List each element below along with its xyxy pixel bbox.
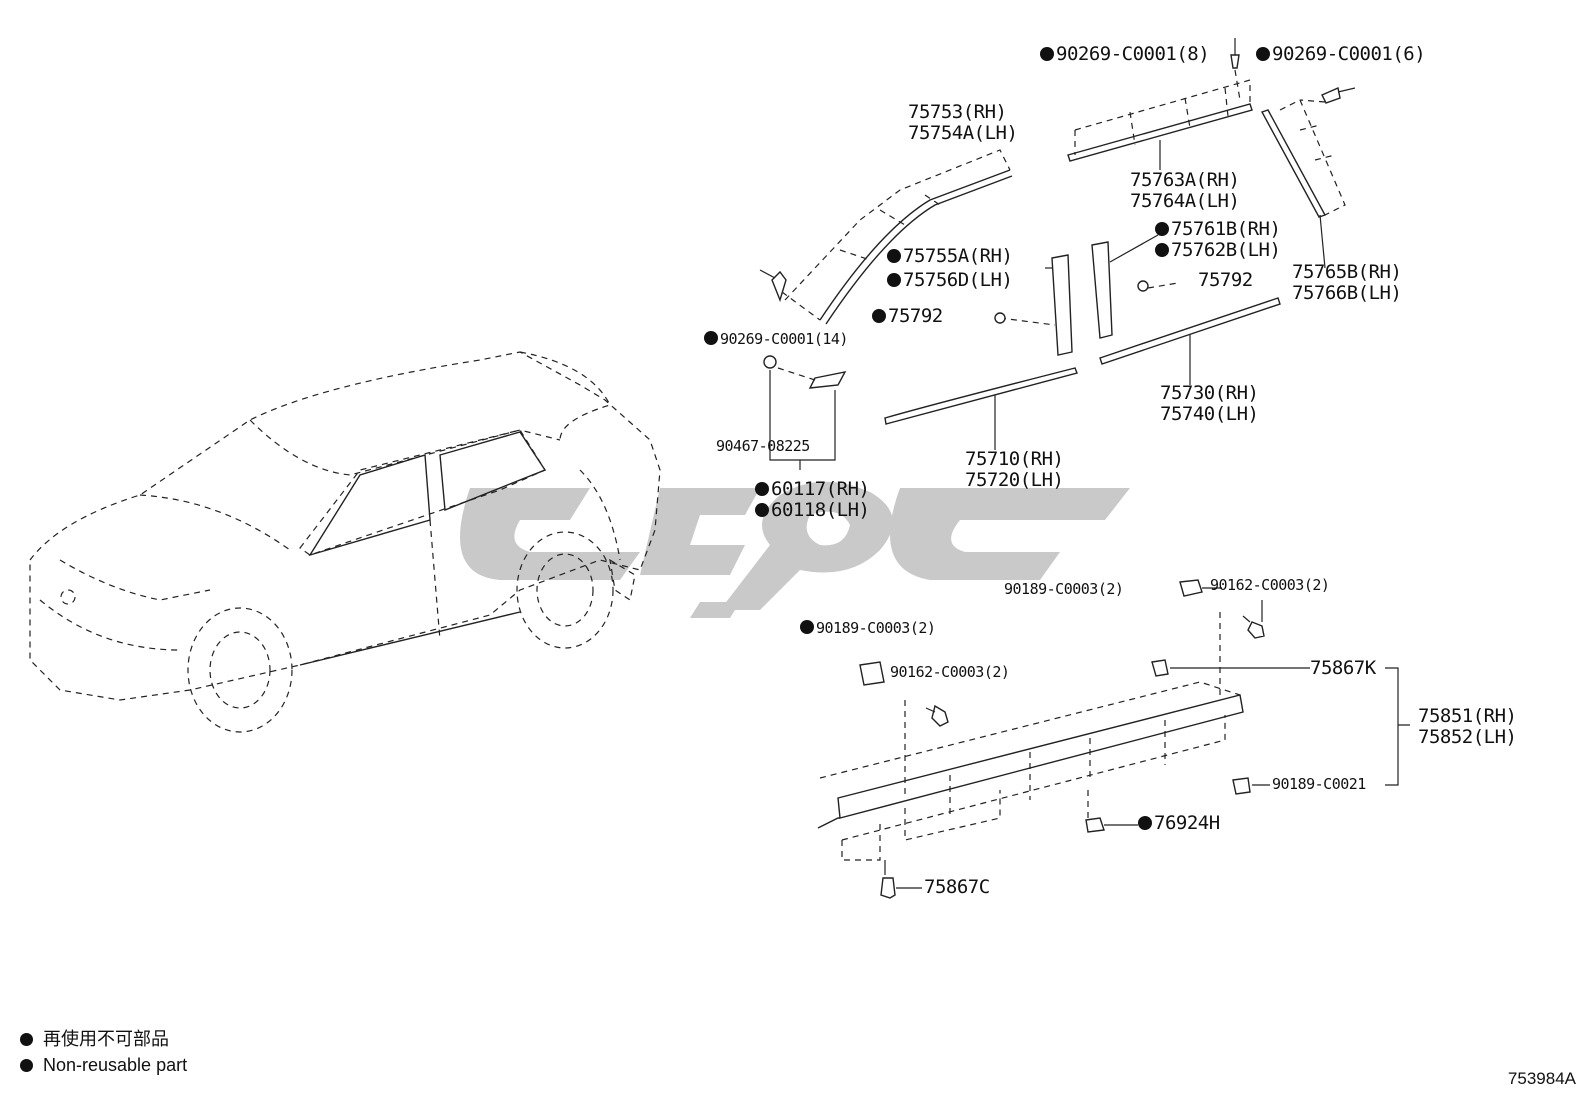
label-75765b: 75765B(RH) (1292, 261, 1402, 283)
label-75753: 75753(RH) (908, 101, 1007, 123)
b-pillar-garnish-rear (1091, 234, 1179, 339)
non-reusable-dot-icon (20, 1033, 33, 1046)
label-75852: 75852(LH) (1418, 726, 1517, 748)
legend-jp: 再使用不可部品 (20, 1028, 169, 1050)
watermark-logo (460, 481, 1130, 618)
vehicle-outline (29, 351, 661, 733)
non-reusable-dot-icon (887, 273, 901, 287)
non-reusable-dot-icon (887, 249, 901, 263)
label-75792-right: 75792 (1198, 269, 1253, 291)
belt-moulding-front (884, 367, 1078, 450)
clip-group (763, 355, 847, 470)
label-60118: 60118(LH) (755, 500, 870, 521)
label-75762b: 75762B(LH) (1155, 240, 1281, 261)
b-pillar-garnish-front (994, 254, 1073, 356)
label-75766b: 75766B(LH) (1292, 282, 1402, 304)
non-reusable-dot-icon (1138, 816, 1152, 830)
rocker-moulding (817, 579, 1410, 899)
roof-moulding (1067, 38, 1253, 170)
label-90162-c0003-left: 90162-C0003(2) (890, 663, 1010, 681)
label-75867k: 75867K (1310, 657, 1376, 679)
label-75710: 75710(RH) (965, 448, 1064, 470)
non-reusable-dot-icon (1040, 47, 1054, 61)
label-90162-c0003-right: 90162-C0003(2) (1210, 576, 1330, 594)
label-90189-c0003-right: 90189-C0003(2) (1004, 580, 1124, 598)
label-75764a: 75764A(LH) (1130, 190, 1240, 212)
label-60117: 60117(RH) (755, 479, 870, 500)
diagram-code: 753984A (1507, 1069, 1576, 1088)
label-75756d: 75756D(LH) (887, 270, 1013, 291)
non-reusable-dot-icon (1256, 47, 1270, 61)
label-75851: 75851(RH) (1418, 705, 1517, 727)
label-75792-left: 75792 (872, 306, 943, 327)
legend-en: Non-reusable part (20, 1054, 187, 1076)
rear-pillar-moulding (1260, 87, 1356, 269)
label-90269-c0001-6: 90269-C0001(6) (1256, 44, 1426, 65)
label-90467-08225: 90467-08225 (716, 437, 810, 455)
non-reusable-dot-icon (755, 482, 769, 496)
label-90189-c0021: 90189-C0021 (1272, 775, 1366, 793)
label-75740: 75740(LH) (1160, 403, 1259, 425)
label-90189-c0003-left: 90189-C0003(2) (800, 619, 936, 637)
non-reusable-dot-icon (20, 1059, 33, 1072)
label-75730: 75730(RH) (1160, 382, 1259, 404)
label-75754a: 75754A(LH) (908, 122, 1018, 144)
pillar-moulding-front (759, 149, 1013, 325)
non-reusable-dot-icon (1155, 222, 1169, 236)
label-75763a: 75763A(RH) (1130, 169, 1240, 191)
non-reusable-dot-icon (704, 331, 718, 345)
non-reusable-dot-icon (800, 620, 814, 634)
label-75761b: 75761B(RH) (1155, 219, 1281, 240)
label-75720: 75720(LH) (965, 469, 1064, 491)
non-reusable-dot-icon (1155, 243, 1169, 257)
label-75755a: 75755A(RH) (887, 246, 1013, 267)
non-reusable-dot-icon (755, 503, 769, 517)
label-90269-c0001-8: 90269-C0001(8) (1040, 44, 1210, 65)
belt-moulding-rear (1099, 297, 1281, 385)
non-reusable-dot-icon (872, 309, 886, 323)
label-90269-c0001-14: 90269-C0001(14) (704, 330, 848, 348)
label-75867c: 75867C (924, 876, 990, 898)
label-76924h: 76924H (1138, 813, 1220, 834)
